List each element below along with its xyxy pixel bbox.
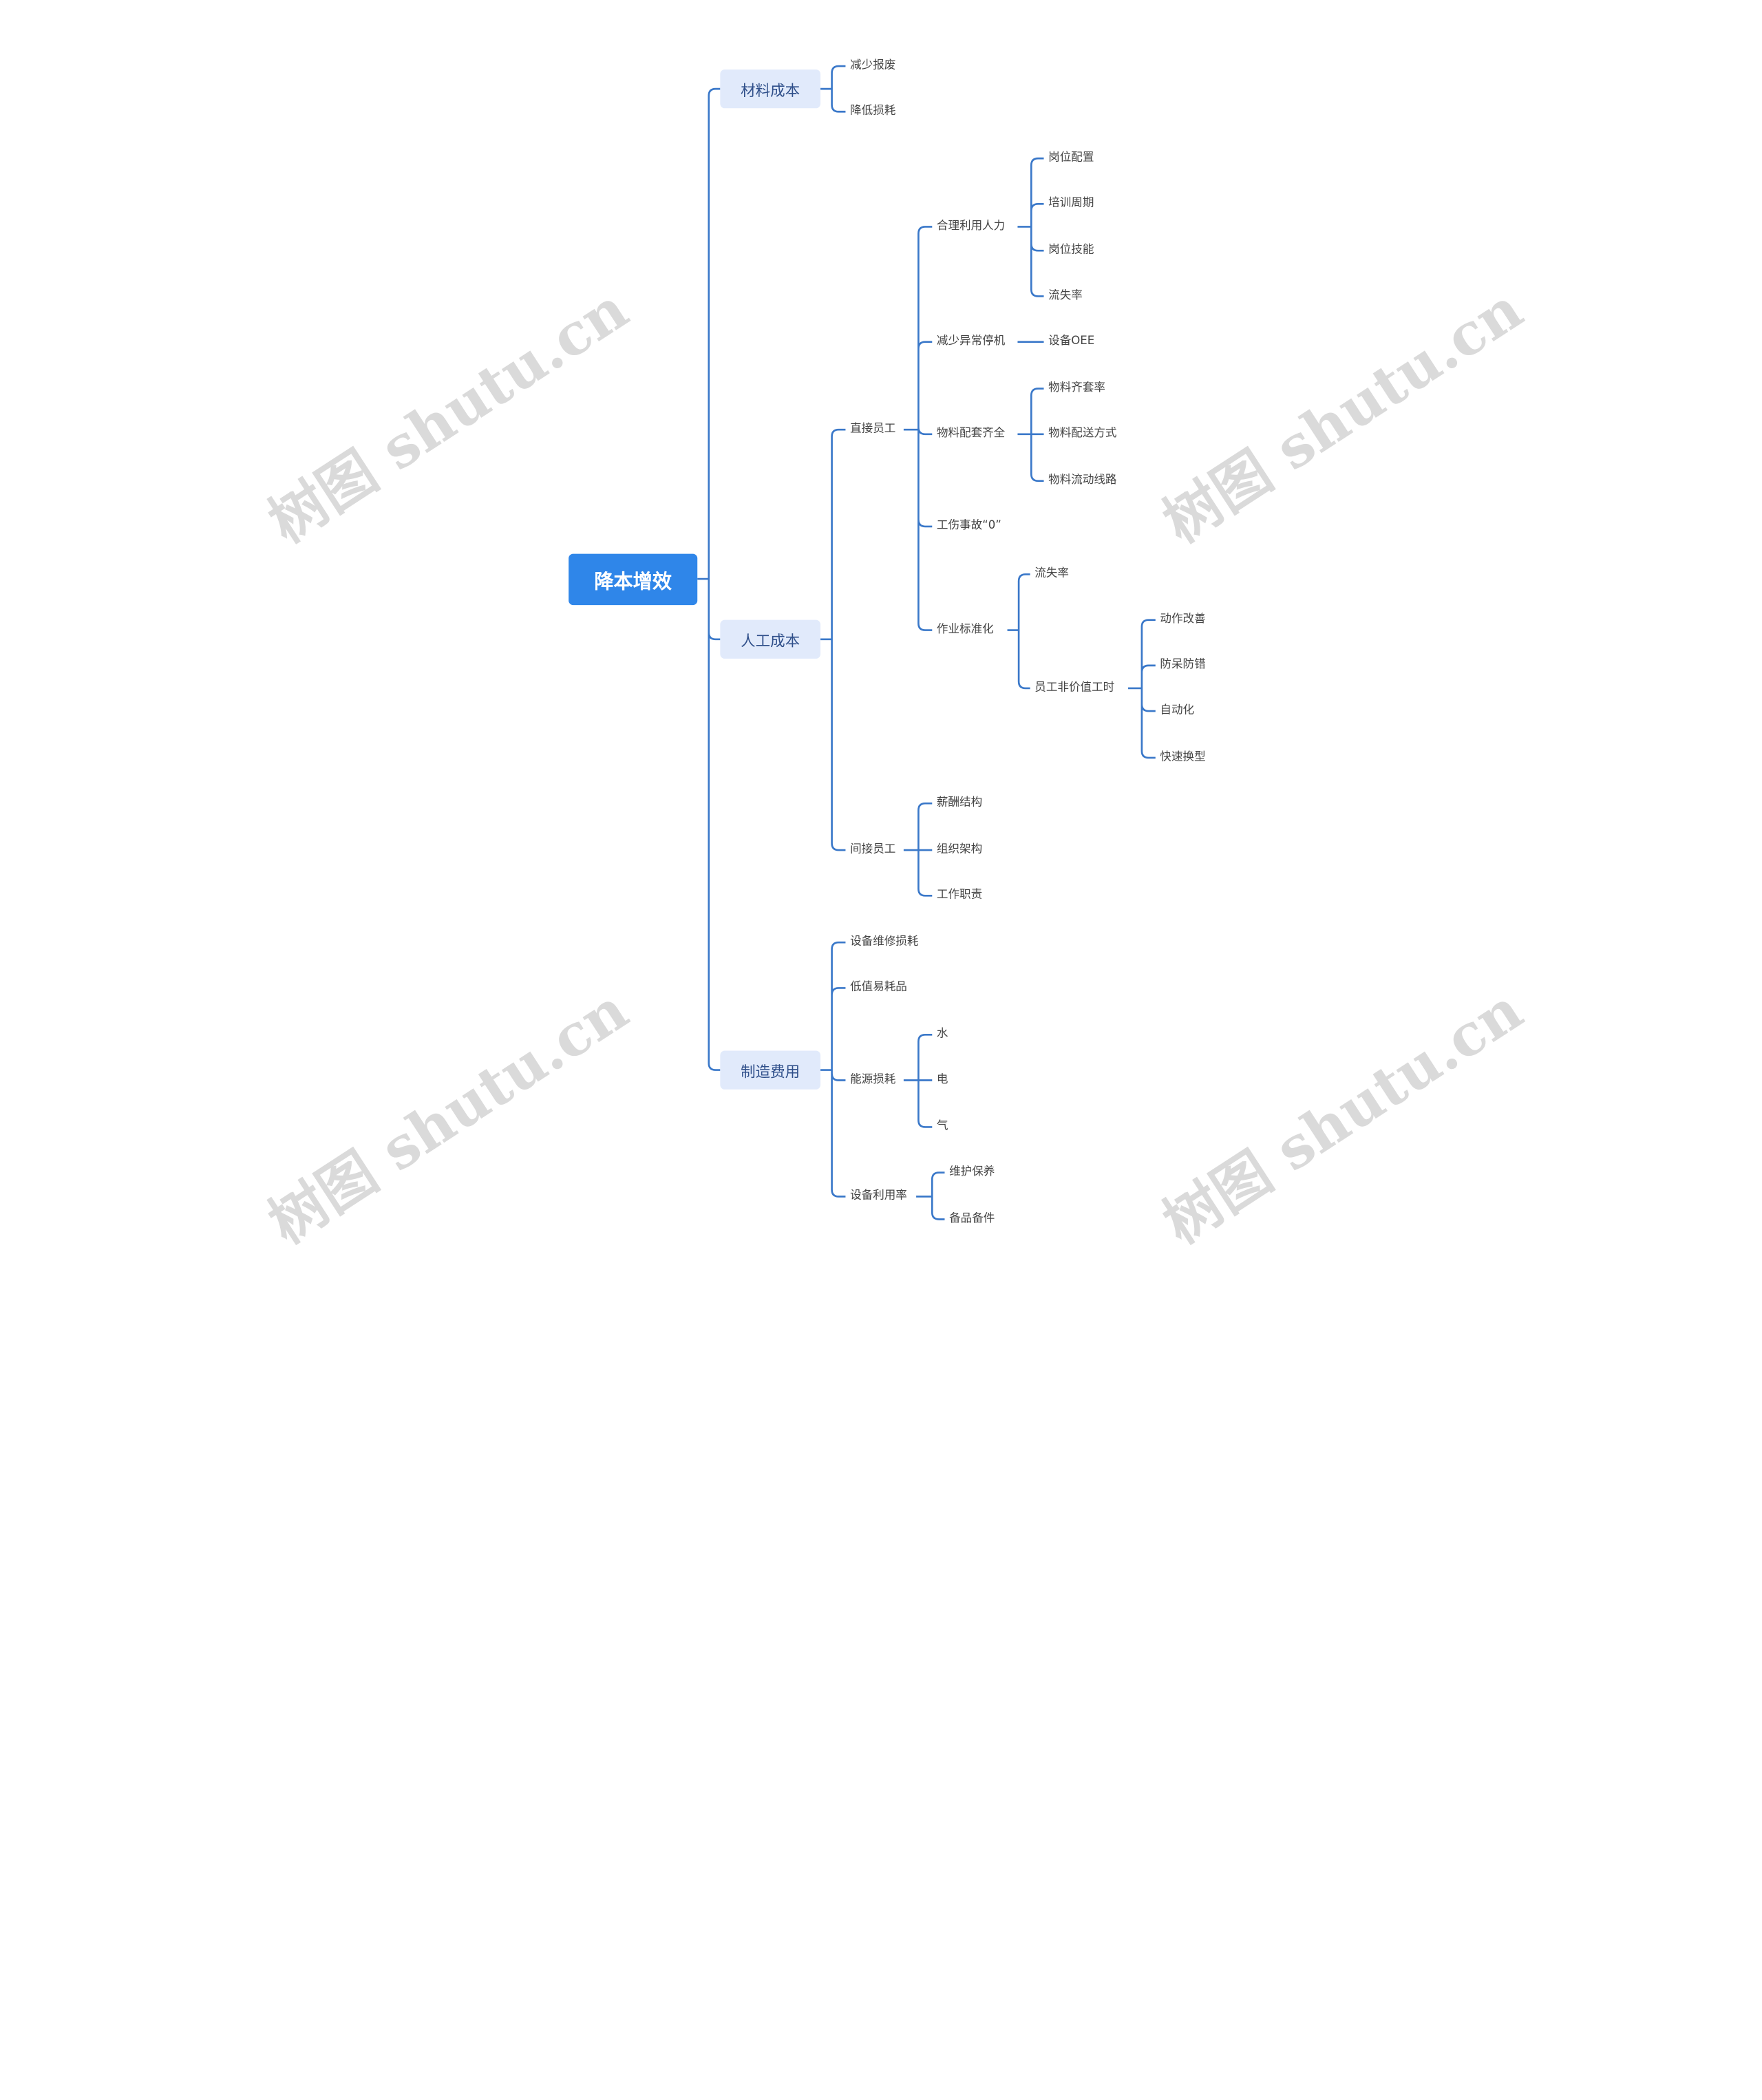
node-quick-changeover[interactable]: 快速换型 bbox=[1160, 751, 1206, 764]
node-electricity[interactable]: 电 bbox=[936, 1073, 948, 1086]
root-node[interactable]: 降本增效 bbox=[569, 553, 698, 606]
node-pay-structure[interactable]: 薪酬结构 bbox=[936, 796, 983, 809]
node-motion-improve[interactable]: 动作改善 bbox=[1160, 613, 1206, 626]
node-delivery-method[interactable]: 物料配送方式 bbox=[1048, 427, 1117, 441]
connector-lines bbox=[697, 65, 1156, 1220]
node-poka-yoke[interactable]: 防呆防错 bbox=[1160, 658, 1206, 672]
node-maintenance[interactable]: 维护保养 bbox=[949, 1165, 995, 1178]
branch-node-material[interactable]: 材料成本 bbox=[720, 69, 821, 109]
node-training-cycle[interactable]: 培训周期 bbox=[1048, 197, 1094, 210]
node-std-turnover[interactable]: 流失率 bbox=[1034, 567, 1069, 580]
node-direct-staff[interactable]: 直接员工 bbox=[850, 423, 896, 436]
node-standardization[interactable]: 作业标准化 bbox=[936, 623, 994, 636]
node-kit-rate[interactable]: 物料齐套率 bbox=[1048, 381, 1105, 394]
node-org-structure[interactable]: 组织架构 bbox=[936, 843, 983, 856]
node-equip-utilization[interactable]: 设备利用率 bbox=[850, 1189, 907, 1202]
node-non-value-hours[interactable]: 员工非价值工时 bbox=[1034, 681, 1115, 694]
node-consumables[interactable]: 低值易耗品 bbox=[850, 981, 907, 994]
node-reduce-scrap[interactable]: 减少报废 bbox=[850, 59, 896, 72]
node-energy-loss[interactable]: 能源损耗 bbox=[850, 1073, 896, 1086]
node-equipment-oee[interactable]: 设备OEE bbox=[1048, 335, 1095, 348]
node-automation[interactable]: 自动化 bbox=[1160, 704, 1195, 717]
connector-path bbox=[697, 65, 1156, 1220]
node-gas[interactable]: 气 bbox=[936, 1120, 948, 1133]
node-reduce-downtime[interactable]: 减少异常停机 bbox=[936, 335, 1006, 348]
node-use-manpower[interactable]: 合理利用人力 bbox=[936, 220, 1006, 233]
node-job-duties[interactable]: 工作职责 bbox=[936, 889, 983, 902]
node-reduce-loss[interactable]: 降低损耗 bbox=[850, 105, 896, 118]
branch-node-labor[interactable]: 人工成本 bbox=[720, 619, 821, 659]
node-spare-parts[interactable]: 备品备件 bbox=[949, 1212, 995, 1225]
node-post-skills[interactable]: 岗位技能 bbox=[1048, 244, 1094, 257]
node-turnover[interactable]: 流失率 bbox=[1048, 289, 1083, 302]
node-post-config[interactable]: 岗位配置 bbox=[1048, 151, 1094, 165]
branch-node-manufacturing[interactable]: 制造费用 bbox=[720, 1050, 821, 1090]
node-zero-injury[interactable]: 工伤事故“0” bbox=[936, 519, 1001, 533]
node-equip-maintenance-loss[interactable]: 设备维修损耗 bbox=[850, 935, 919, 948]
node-indirect-staff[interactable]: 间接员工 bbox=[850, 843, 896, 856]
node-flow-route[interactable]: 物料流动线路 bbox=[1048, 474, 1117, 487]
node-water[interactable]: 水 bbox=[936, 1028, 948, 1041]
node-material-kitting[interactable]: 物料配套齐全 bbox=[936, 427, 1006, 441]
